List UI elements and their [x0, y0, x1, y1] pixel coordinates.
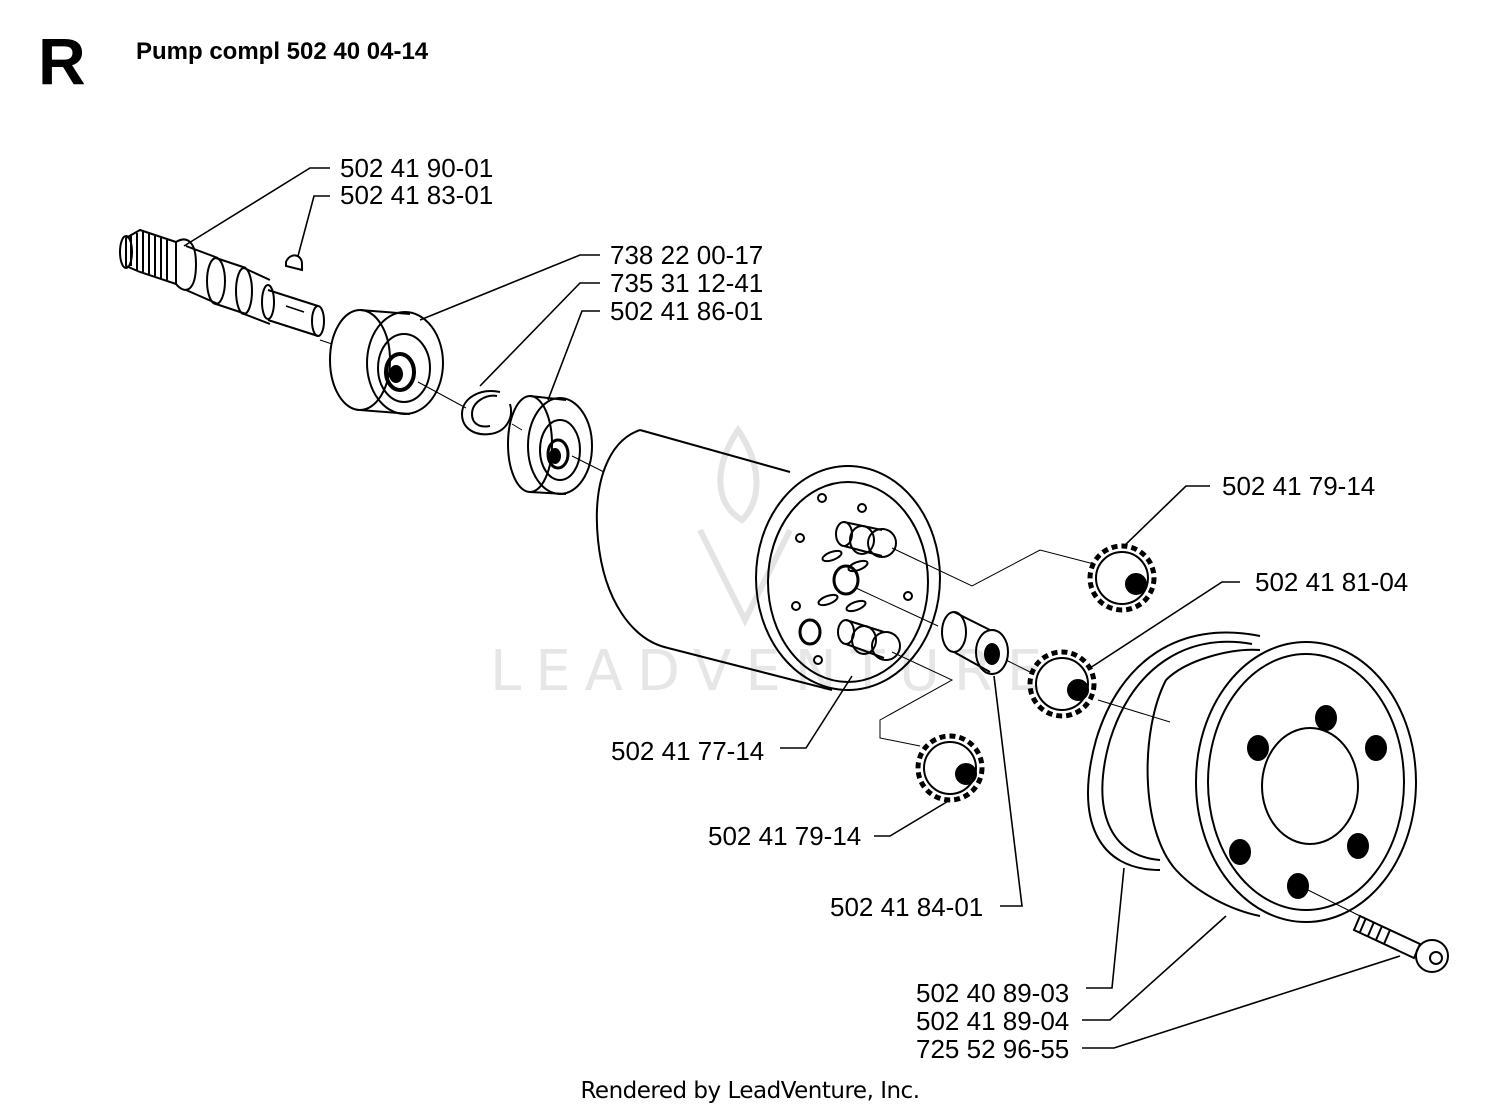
part-label-gear-top: 502 41 79-14: [1222, 471, 1375, 501]
part-number-labels: 502 41 90-01 502 41 83-01 738 22 00-17 7…: [340, 153, 1408, 1064]
part-label-circlip: 735 31 12-41: [610, 268, 763, 298]
section-letter: R: [38, 24, 86, 98]
bushing: [941, 611, 1009, 675]
gear-bottom: [915, 733, 985, 803]
part-label-shaft: 502 41 90-01: [340, 153, 493, 183]
cap-screw: [1352, 914, 1449, 973]
part-label-gear-middle: 502 41 81-04: [1255, 567, 1408, 597]
end-cover: [1146, 641, 1417, 923]
circlip: [460, 390, 512, 436]
part-label-screw: 725 52 96-55: [916, 1034, 1069, 1064]
part-label-bearing-large: 738 22 00-17: [610, 240, 763, 270]
diagram-title: Pump compl 502 40 04-14: [136, 38, 429, 65]
assembly-centerlines: [319, 339, 1361, 917]
gear-top: [1087, 543, 1157, 613]
part-label-bushing: 502 41 84-01: [830, 892, 983, 922]
leader-lines: [183, 167, 1401, 1049]
part-label-pin: 502 41 77-14: [611, 736, 764, 766]
part-label-key: 502 41 83-01: [340, 180, 493, 210]
gasket: [1087, 631, 1261, 871]
woodruff-key: [285, 254, 303, 272]
watermark-text: LEADVENTURE: [490, 639, 1056, 704]
part-label-gasket: 502 40 89-03: [916, 978, 1069, 1008]
ball-bearing-small: [507, 395, 593, 495]
ball-bearing-large: [329, 309, 444, 415]
footer-credit: Rendered by LeadVenture, Inc.: [580, 1078, 920, 1104]
part-label-cover: 502 41 89-04: [916, 1006, 1069, 1036]
gear-middle: [1027, 649, 1097, 719]
drive-shaft: [119, 228, 325, 337]
part-label-gear-bottom: 502 41 79-14: [708, 821, 861, 851]
part-label-bearing-small: 502 41 86-01: [610, 296, 763, 326]
